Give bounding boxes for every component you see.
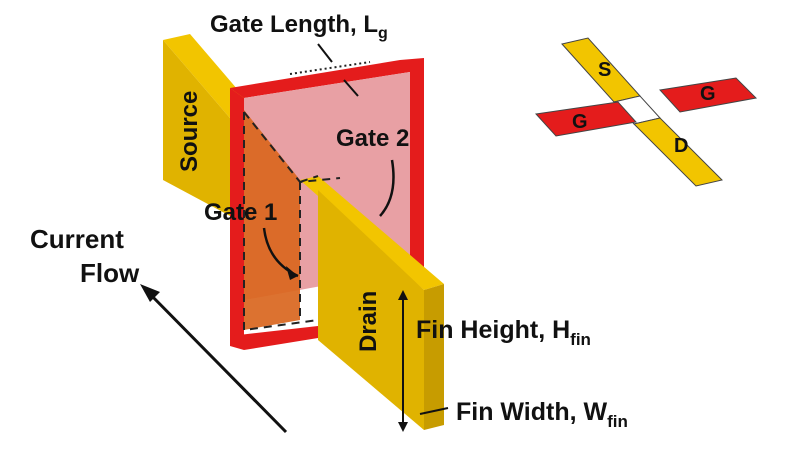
current-flow-arrow (144, 288, 288, 434)
current-flow-label-2: Flow (80, 258, 140, 288)
inset-gate-left-label: G (572, 111, 588, 133)
drain-fin-side (424, 284, 444, 430)
gate2-pointer (379, 159, 395, 217)
fin-width-label: Fin Width, Wfin (456, 398, 628, 431)
gate-length-arrow2 (343, 79, 359, 97)
inset-gate-right (659, 77, 758, 113)
inset-top-view: S D G G (534, 37, 758, 187)
gate-length-marker (289, 61, 371, 75)
gate-bottom-rail (230, 326, 318, 350)
gate1-label: Gate 1 (204, 199, 277, 226)
inset-gate-right-label: G (700, 83, 716, 105)
fin-width-arrow (419, 407, 449, 415)
inset-source-label: S (598, 59, 611, 81)
fin-height-label: Fin Height, Hfin (416, 316, 591, 349)
fin-height-arrowhead-bottom (398, 422, 408, 432)
drain-fin-front (318, 190, 424, 430)
gate1-pointer-head (286, 266, 298, 280)
drain-fin-top (300, 176, 444, 290)
current-flow-label-1: Current (30, 224, 124, 254)
current-flow-arrowhead (140, 284, 160, 302)
gate2-label: Gate 2 (336, 125, 409, 152)
inset-drain-label: D (674, 135, 688, 157)
gate-dashed-outline (243, 111, 341, 332)
inset-drain (633, 117, 723, 187)
gate-frame-left (230, 88, 244, 340)
gate-length-arrow (317, 43, 333, 63)
source-label: Source (176, 91, 203, 172)
drain-label: Drain (355, 291, 382, 352)
fin-height-arrowhead-top (398, 290, 408, 300)
inset-gate-left (534, 101, 637, 137)
gate1-face (244, 110, 300, 330)
gate-length-label: Gate Length, Lg (210, 11, 388, 42)
